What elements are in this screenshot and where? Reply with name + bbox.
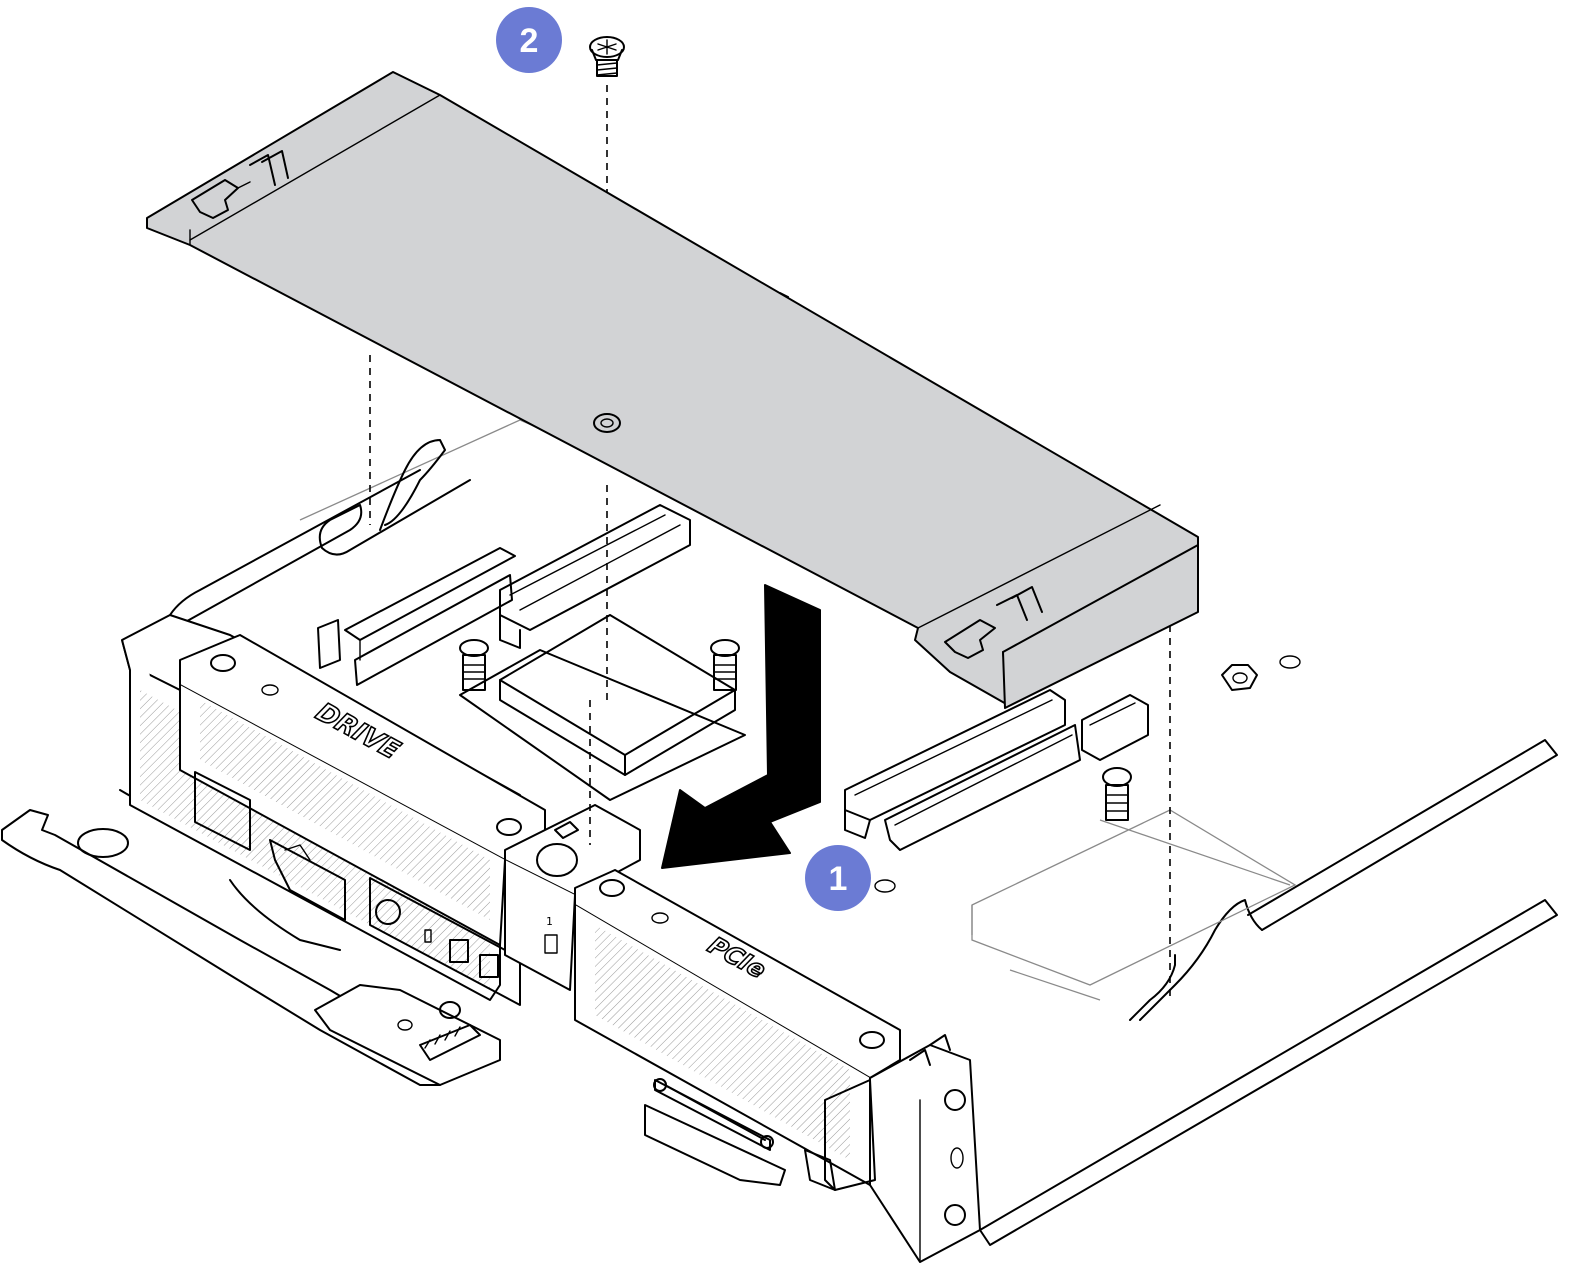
riser-shield-cover xyxy=(146,71,1199,709)
pcie-slot-connector-left xyxy=(317,547,516,686)
callout-2: 2 xyxy=(496,7,562,73)
pcie-bay-panel: PCIe xyxy=(574,869,901,1186)
usb-port-icon xyxy=(479,954,499,978)
shield-handle-right xyxy=(944,586,1043,659)
callout-2-number: 2 xyxy=(520,22,539,60)
pcie-slot-connector-right xyxy=(499,504,691,649)
slot-number-label: 1 xyxy=(546,915,553,928)
system-board-components xyxy=(317,504,1301,986)
callout-1-number: 1 xyxy=(829,860,848,898)
cable-clip xyxy=(314,984,501,1086)
usb-port-icon xyxy=(449,939,469,963)
bracket-right-end xyxy=(869,1034,981,1263)
bottom-connector xyxy=(644,1078,786,1186)
processor-heatsink xyxy=(459,614,746,801)
front-operator-panel xyxy=(369,877,521,1006)
pcie-slot-connector-lower xyxy=(844,689,1081,851)
shield-handle-left xyxy=(191,150,289,219)
screw-icon xyxy=(589,36,625,77)
pcie-latch xyxy=(824,1079,876,1191)
standoff-screw-lower-right xyxy=(1102,767,1132,821)
front-io-bracket: DRIVE 1 xyxy=(121,614,981,1263)
hex-nut xyxy=(1221,664,1258,691)
power-button-icon xyxy=(375,899,401,925)
power-connector xyxy=(1081,694,1149,761)
drive-bay-panel: DRIVE xyxy=(179,634,546,946)
led-indicator xyxy=(424,929,432,943)
drive-opening xyxy=(194,771,346,921)
mounting-hole xyxy=(874,879,896,893)
standoff-screw-right xyxy=(710,639,740,691)
middle-connector-block: 1 xyxy=(504,804,641,991)
callout-1: 1 xyxy=(805,845,871,911)
down-then-forward-arrow-icon xyxy=(661,584,821,869)
standoff-screw-left xyxy=(459,639,489,691)
mounting-hole xyxy=(1279,655,1301,669)
shield-screw-hole xyxy=(593,413,621,433)
